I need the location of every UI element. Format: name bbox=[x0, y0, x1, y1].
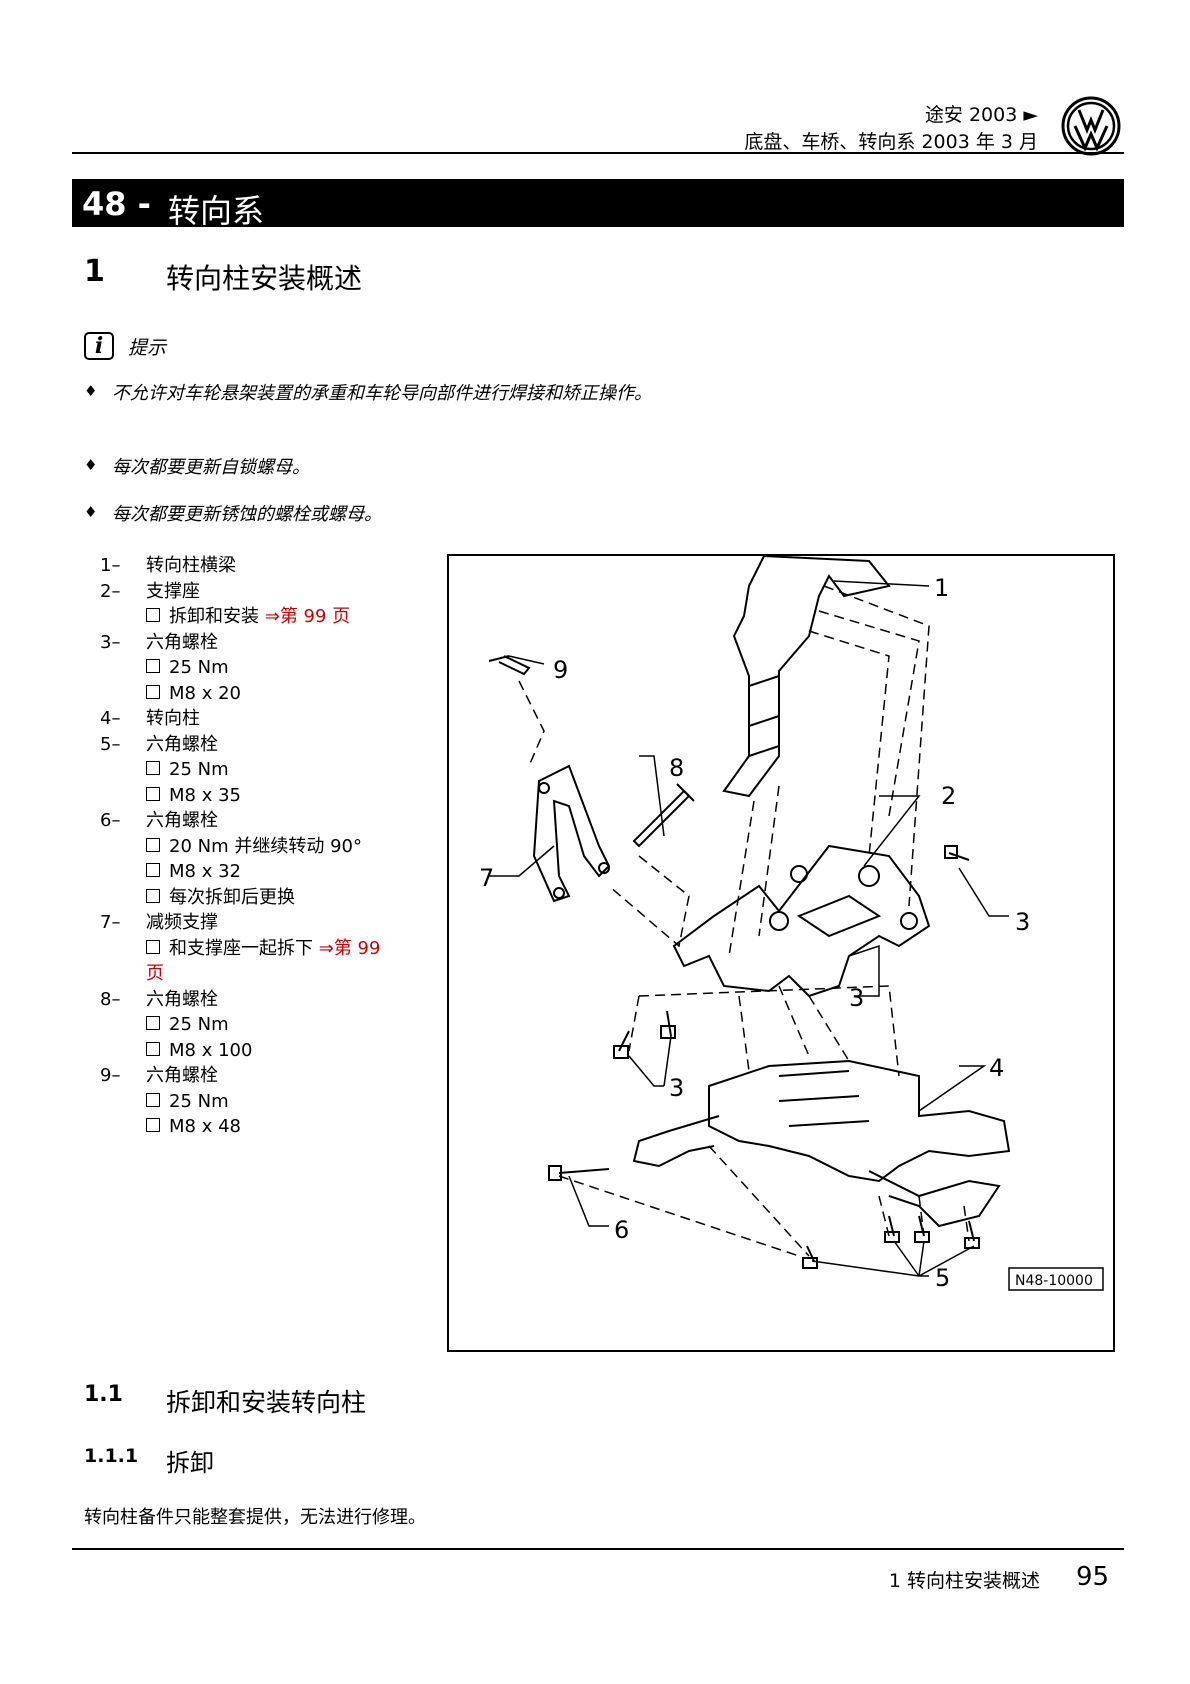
legend-sub: 25 Nm bbox=[100, 655, 396, 681]
figure-code: N48-10000 bbox=[1015, 1273, 1093, 1289]
checkbox-icon bbox=[146, 1016, 160, 1030]
checkbox-icon bbox=[146, 939, 160, 954]
checkbox-icon bbox=[146, 761, 160, 775]
legend-item: 4–转向柱 bbox=[100, 708, 200, 729]
legend-item: 5–六角螺栓 bbox=[100, 733, 218, 755]
checkbox-icon bbox=[146, 837, 160, 852]
damper-support-part bbox=[532, 764, 611, 903]
callout-label: 4 bbox=[989, 1054, 1004, 1082]
footer-rule bbox=[72, 1548, 1124, 1550]
page-reference-link[interactable]: ⇒第 99 页 bbox=[146, 937, 381, 985]
legend-sub: 25 Nm bbox=[100, 1012, 396, 1038]
subsection-number: 1.1 bbox=[84, 1382, 123, 1407]
callout-label: 9 bbox=[553, 656, 568, 684]
cross-member-part bbox=[722, 556, 891, 798]
callout-label: 7 bbox=[479, 864, 494, 892]
page-number: 95 bbox=[1076, 1562, 1110, 1592]
callout-label: 3 bbox=[1015, 908, 1030, 936]
callout-label: 6 bbox=[614, 1216, 629, 1244]
steering-column-part bbox=[708, 1059, 1011, 1183]
vw-logo bbox=[1061, 96, 1121, 156]
legend-sub: M8 x 48 bbox=[100, 1114, 396, 1140]
legend-item: 9–六角螺栓 bbox=[100, 1065, 218, 1086]
legend-sub: 和支撑座一起拆下 ⇒第 99 页 bbox=[146, 937, 381, 985]
info-icon: i bbox=[84, 332, 114, 360]
legend-item: 2–支撑座 bbox=[100, 580, 200, 602]
legend-sub: 25 Nm bbox=[100, 757, 396, 783]
note-bullet: 不允许对车轮悬架装置的承重和车轮导向部件进行焊接和矫正操作。 bbox=[112, 383, 652, 404]
note-bullet: 每次都要更新锈蚀的螺栓或螺母。 bbox=[112, 504, 382, 525]
section-number: 1 bbox=[84, 254, 105, 289]
legend-sub: M8 x 35 bbox=[100, 783, 396, 809]
exploded-diagram: 1 9 8 2 7 3 3 4 3 6 5 N48-10000 bbox=[447, 554, 1115, 1352]
checkbox-icon bbox=[146, 684, 160, 699]
chapter-title: 转向系 bbox=[168, 192, 265, 230]
header-model: 途安 2003 ► bbox=[924, 104, 1038, 126]
checkbox-icon bbox=[146, 608, 160, 622]
header-rule bbox=[72, 152, 1124, 154]
legend-item: 8–六角螺栓 bbox=[100, 988, 218, 1010]
checkbox-icon bbox=[146, 1041, 160, 1056]
legend-sub: M8 x 20 bbox=[100, 681, 396, 707]
parts-legend: 1–转向柱横梁 2–支撑座 拆卸和安装 ⇒第 99 页 3–六角螺栓 25 Nm… bbox=[100, 553, 396, 1140]
header-subtitle: 底盘、车桥、转向系 2003 年 3 月 bbox=[744, 131, 1038, 153]
callout-label: 3 bbox=[849, 984, 864, 1012]
legend-sub: 拆卸和安装 ⇒第 99 页 bbox=[100, 604, 396, 630]
body-paragraph: 转向柱备件只能整套提供，无法进行修理。 bbox=[84, 1507, 426, 1528]
bolt-part bbox=[488, 655, 531, 676]
legend-sub: 25 Nm bbox=[100, 1089, 396, 1115]
callout-label: 8 bbox=[669, 754, 684, 782]
subsection-title: 拆卸和安装转向柱 bbox=[166, 1388, 367, 1417]
legend-item: 6–六角螺栓 bbox=[100, 810, 218, 831]
legend-item: 7–减频支撑 bbox=[100, 912, 218, 933]
page-reference-link[interactable]: ⇒第 99 页 bbox=[264, 606, 351, 627]
section-title: 转向柱安装概述 bbox=[166, 262, 363, 295]
subsubsection-number: 1.1.1 bbox=[84, 1445, 139, 1467]
support-bracket-part bbox=[672, 844, 931, 998]
bolt-part bbox=[558, 1168, 610, 1174]
checkbox-icon bbox=[146, 659, 160, 673]
legend-item: 3–六角螺栓 bbox=[100, 631, 218, 653]
note-bullet: 每次都要更新自锁螺母。 bbox=[112, 457, 310, 478]
callout-label: 3 bbox=[669, 1074, 684, 1102]
bullet-icon: ♦ bbox=[84, 503, 98, 521]
bullet-icon: ♦ bbox=[84, 456, 98, 474]
subsubsection-title: 拆卸 bbox=[166, 1449, 214, 1477]
checkbox-icon bbox=[146, 1092, 160, 1107]
legend-sub: 每次拆卸后更换 bbox=[100, 885, 396, 911]
legend-sub: M8 x 100 bbox=[100, 1038, 396, 1064]
bullet-icon: ♦ bbox=[84, 382, 98, 400]
checkbox-icon bbox=[146, 1118, 160, 1132]
callout-label: 5 bbox=[935, 1264, 950, 1292]
checkbox-icon bbox=[146, 786, 160, 801]
checkbox-icon bbox=[146, 888, 160, 903]
footer-section: 1 转向柱安装概述 bbox=[888, 1570, 1040, 1592]
note-label: 提示 bbox=[128, 337, 167, 359]
legend-item: 1–转向柱横梁 bbox=[100, 555, 236, 576]
callout-label: 1 bbox=[934, 574, 949, 602]
legend-sub: M8 x 32 bbox=[100, 859, 396, 885]
legend-sub: 20 Nm 并继续转动 90° bbox=[100, 834, 396, 860]
chapter-number: 48 - bbox=[82, 185, 151, 223]
checkbox-icon bbox=[146, 863, 160, 877]
chapter-bar: 48 - 转向系 bbox=[72, 179, 1124, 230]
callout-label: 2 bbox=[941, 782, 956, 810]
